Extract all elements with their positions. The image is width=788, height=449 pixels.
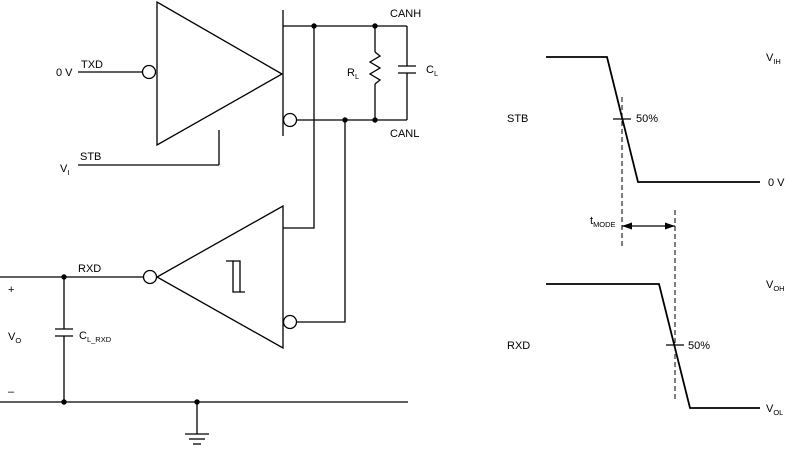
receiver	[142, 26, 346, 350]
stb-threshold-label: 50%	[636, 113, 658, 125]
rxd-output-label: RXD	[78, 263, 101, 275]
hysteresis-symbol-return	[233, 260, 241, 292]
vol-label: VOL	[766, 403, 783, 417]
rxd-waveform-group: RXD 50% VOH VOL	[507, 279, 785, 417]
canl-to-receiver-wire	[296, 120, 346, 323]
can-bus-load: CANH CANL RL CL	[283, 8, 438, 140]
ground-node-left	[61, 399, 67, 405]
voh-label: VOH	[766, 279, 785, 293]
txd-level-label: 0 V	[56, 67, 73, 79]
ground-icon	[185, 433, 209, 445]
test-circuit: 0 V TXD STB VI CANH CANL RL	[0, 0, 438, 445]
rxd-waveform	[546, 283, 760, 409]
rxd-output-network: RXD CL_RXD + VO –	[0, 263, 408, 445]
canl-label: CANL	[390, 128, 419, 140]
driver-triangle	[156, 0, 284, 147]
vih-label: VIH	[766, 52, 781, 66]
transmitter-driver: 0 V TXD STB VI	[56, 0, 298, 177]
tmode-measurement: tMODE	[590, 97, 676, 402]
canl-inverting-bubble	[282, 112, 298, 128]
stb-waveform-group: STB 50% VIH 0 V	[507, 52, 785, 189]
minus-sign: –	[8, 386, 15, 398]
rxd-threshold-label: 50%	[688, 340, 710, 352]
tmode-arrow-right	[665, 222, 675, 230]
vo-label: VO	[8, 331, 21, 345]
receiver-canl-bubble	[282, 314, 298, 330]
timing-diagram: STB 50% VIH 0 V tMODE RXD 50%	[507, 52, 785, 417]
rl-resistor	[368, 51, 382, 85]
canh-label: CANH	[390, 8, 421, 20]
txd-label: TXD	[81, 59, 103, 71]
vi-label: VI	[60, 163, 69, 177]
rl-label: RL	[347, 67, 359, 81]
zero-volt-label: 0 V	[768, 177, 785, 189]
hysteresis-symbol	[226, 260, 245, 293]
canl-node-2	[372, 117, 378, 123]
tmode-label: tMODE	[590, 215, 616, 229]
canh-to-receiver-wire	[283, 26, 315, 229]
receiver-triangle	[155, 204, 284, 350]
canh-node-2	[372, 23, 378, 29]
stb-input-label: STB	[80, 151, 101, 163]
cl-label: CL	[426, 64, 438, 78]
rxd-waveform-label: RXD	[507, 340, 530, 352]
plus-sign: +	[8, 284, 14, 296]
txd-inverting-bubble	[141, 64, 157, 80]
rxd-inverting-bubble	[142, 269, 158, 285]
clrxd-label: CL_RXD	[79, 330, 112, 344]
tmode-arrow-left	[622, 222, 632, 230]
stb-waveform-label: STB	[507, 113, 528, 125]
